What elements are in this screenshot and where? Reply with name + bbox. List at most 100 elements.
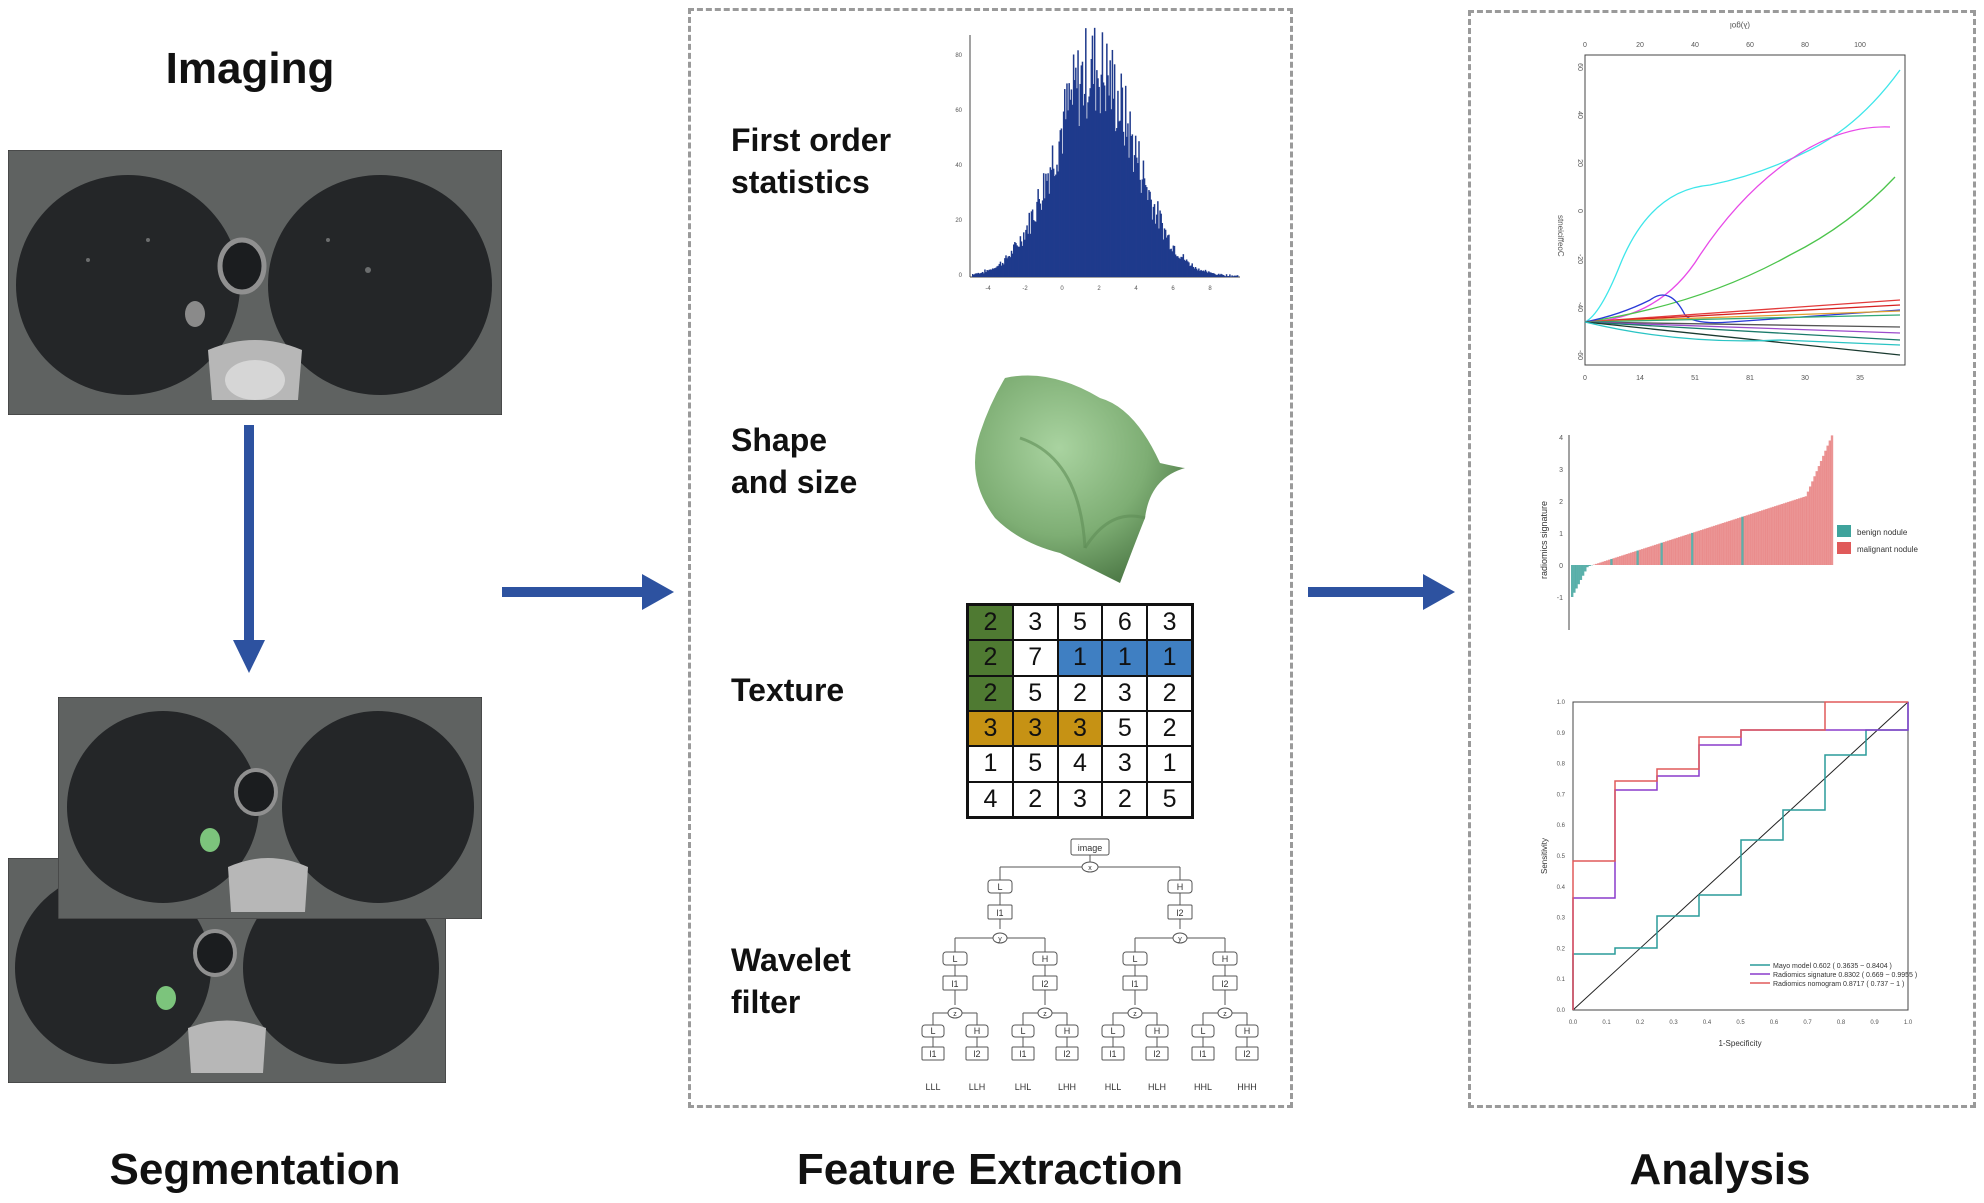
histogram-bar (1090, 59, 1093, 277)
waterfall-bar (1671, 539, 1674, 565)
histogram-bar (1112, 98, 1115, 277)
histogram-bar (1106, 43, 1108, 277)
histogram-bar (1230, 276, 1232, 277)
histogram-bar (1218, 273, 1220, 277)
waterfall-bar (1754, 512, 1757, 565)
histogram-bar (977, 272, 980, 277)
lasso-x-tick: 51 (1691, 375, 1699, 382)
roc-y-tick: 1.0 (1557, 700, 1566, 706)
texture-cell: 5 (1057, 605, 1103, 641)
lasso-x-tick: 35 (1856, 375, 1864, 382)
waterfall-bar (1791, 500, 1794, 565)
histogram-bar (1078, 126, 1080, 277)
svg-text:(λ)gol: (λ)gol (1730, 21, 1750, 30)
histogram-bar (1219, 274, 1221, 277)
histogram-bar (1103, 85, 1106, 277)
histogram-bar (1068, 83, 1070, 277)
histogram-bar (1183, 259, 1186, 277)
waterfall-bar (1830, 435, 1834, 565)
waterfall-y-tick: 1 (1559, 531, 1563, 538)
waterfall-bar (1730, 520, 1733, 565)
lasso-y-tick: -20 (1576, 254, 1583, 264)
histogram-bar (1235, 275, 1238, 277)
histogram-y-tick: 40 (955, 163, 962, 169)
waterfall-bar (1632, 551, 1635, 565)
waterfall-bar (1732, 519, 1735, 565)
histogram-bar (1030, 211, 1033, 277)
histogram-bar (1008, 255, 1011, 277)
histogram-bar (1158, 228, 1160, 277)
histogram-bar (1126, 136, 1128, 277)
waterfall-bar (1828, 440, 1832, 565)
texture-label: Texture (731, 672, 845, 708)
lasso-x-tick: 14 (1636, 375, 1644, 382)
svg-text:H: H (1222, 954, 1229, 964)
histogram-bar (1220, 273, 1222, 277)
waterfall-bar (1695, 531, 1698, 565)
texture-cell: 1 (1057, 640, 1103, 676)
histogram-bar (1036, 201, 1038, 277)
histogram-bar (976, 273, 978, 277)
waterfall-bar (1675, 537, 1679, 565)
histogram-bar (1130, 135, 1132, 277)
texture-cell: 3 (1012, 605, 1058, 641)
waterfall-bar (1802, 496, 1805, 565)
histogram-bar (975, 273, 977, 277)
waterfall-bar (1804, 496, 1807, 565)
waterfall-bar (1673, 538, 1676, 565)
histogram-bar (1087, 102, 1089, 278)
arrow-right-1 (502, 574, 674, 610)
waterfall-bar (1664, 541, 1668, 565)
histogram-bar (1189, 266, 1191, 277)
histogram-bar (1080, 65, 1083, 277)
histogram-bar (1063, 89, 1066, 278)
histogram-bar (1222, 274, 1224, 277)
histogram-bar (1132, 171, 1135, 277)
histogram-bar (1196, 270, 1199, 277)
histogram-bar (984, 269, 986, 277)
waterfall-bar (1789, 501, 1792, 565)
histogram-bar (1007, 256, 1009, 277)
svg-text:H: H (1042, 954, 1049, 964)
histogram-bar (1187, 261, 1189, 277)
histogram-bar (1039, 203, 1042, 277)
histogram-bar (1167, 235, 1169, 277)
histogram-bar (1037, 189, 1039, 277)
histogram-bar (1052, 168, 1055, 277)
histogram-bar (1199, 270, 1201, 277)
histogram-bar (1113, 64, 1116, 277)
histogram-x-tick: 4 (1134, 286, 1138, 292)
histogram-bar (993, 268, 995, 277)
roc-x-tick: 0.7 (1803, 1020, 1812, 1026)
texture-cell: 1 (968, 746, 1013, 782)
roc-y-tick: 0.8 (1557, 762, 1566, 768)
waterfall-bar (1784, 502, 1788, 565)
histogram-bar (1082, 105, 1085, 278)
histogram-bar (1170, 248, 1172, 277)
feature-extraction-heading: Feature Extraction (796, 1145, 1184, 1194)
histogram-bar (986, 270, 988, 277)
lasso-y-tick: 40 (1576, 111, 1583, 119)
histogram-bar (1231, 275, 1233, 277)
svg-text:x: x (1088, 865, 1092, 872)
histogram-bar (1171, 251, 1174, 277)
histogram-bar (1025, 229, 1027, 277)
waterfall-bar (1763, 509, 1766, 565)
histogram-bar (997, 265, 999, 277)
waterfall-bar (1684, 535, 1687, 565)
svg-text:stneiciffeoC: stneiciffeoC (1556, 215, 1565, 257)
waterfall-bar (1629, 552, 1633, 565)
waterfall-bar (1584, 565, 1587, 572)
histogram-bar (1016, 245, 1018, 277)
histogram-bar (1029, 233, 1032, 277)
waterfall-bar (1824, 450, 1827, 565)
waterfall-bar (1616, 556, 1620, 565)
histogram-bar (1123, 145, 1126, 277)
histogram-bar (1178, 257, 1180, 277)
histogram-bar (1175, 256, 1178, 277)
waterfall-bar (1610, 558, 1613, 565)
histogram-bar (1215, 274, 1218, 277)
waterfall-bar (1819, 460, 1823, 565)
histogram-bar (1042, 173, 1045, 277)
histogram-y-tick: 0 (959, 273, 963, 279)
